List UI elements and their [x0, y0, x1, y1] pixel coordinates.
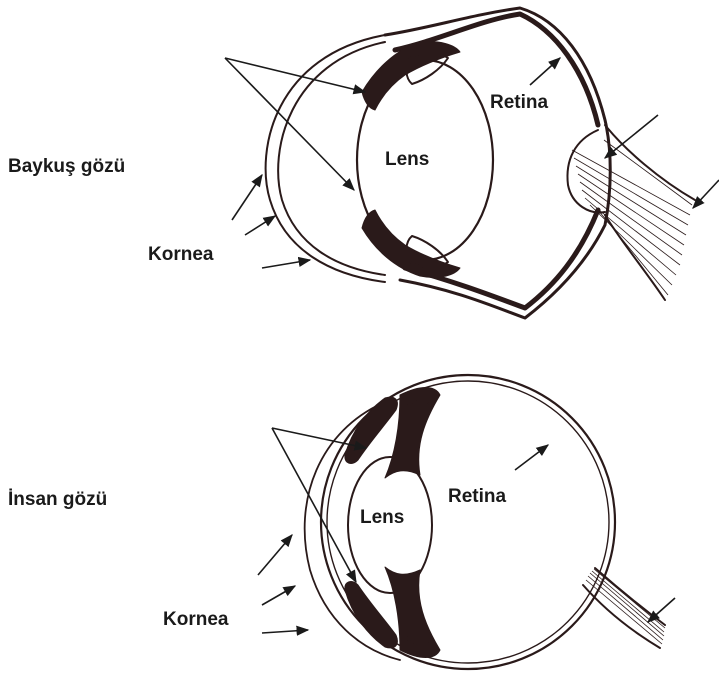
- owl-arrow-retina: [530, 58, 560, 85]
- human-arrow-light-2: [262, 586, 295, 605]
- owl-optic-nerve: [572, 125, 695, 300]
- human-retina-label: Retina: [448, 487, 506, 506]
- owl-lens-label: Lens: [385, 150, 429, 169]
- human-arrow-optic-nerve: [648, 598, 675, 622]
- owl-optic-disc: [567, 130, 605, 213]
- owl-arrow-ciliary-upper: [225, 58, 365, 92]
- owl-eye-diagram: [225, 8, 719, 318]
- human-optic-nerve: [583, 568, 665, 648]
- owl-arrow-optic-disc: [605, 115, 658, 158]
- owl-arrow-light-2: [245, 216, 275, 235]
- owl-ciliary-upper: [362, 42, 460, 110]
- owl-cornea-inner: [278, 42, 385, 275]
- human-lens-label: Lens: [360, 508, 404, 527]
- human-eye-title: İnsan gözü: [8, 490, 107, 509]
- human-arrow-light-3: [262, 630, 308, 633]
- owl-arrow-light-1: [232, 175, 262, 220]
- human-cornea-label: Kornea: [163, 610, 228, 629]
- human-arrow-iris-lower: [272, 428, 356, 582]
- human-eye-diagram: [258, 375, 675, 669]
- human-arrow-retina: [515, 445, 548, 470]
- owl-cornea-label: Kornea: [148, 245, 213, 264]
- owl-eye-title: Baykuş gözü: [8, 157, 125, 176]
- owl-arrow-light-3: [262, 260, 310, 268]
- owl-arrow-optic-nerve: [693, 180, 719, 208]
- owl-arrow-ciliary-lower: [225, 58, 354, 190]
- human-arrow-light-1: [258, 535, 292, 575]
- owl-retina-label: Retina: [490, 93, 548, 112]
- owl-ciliary-lower: [362, 210, 460, 277]
